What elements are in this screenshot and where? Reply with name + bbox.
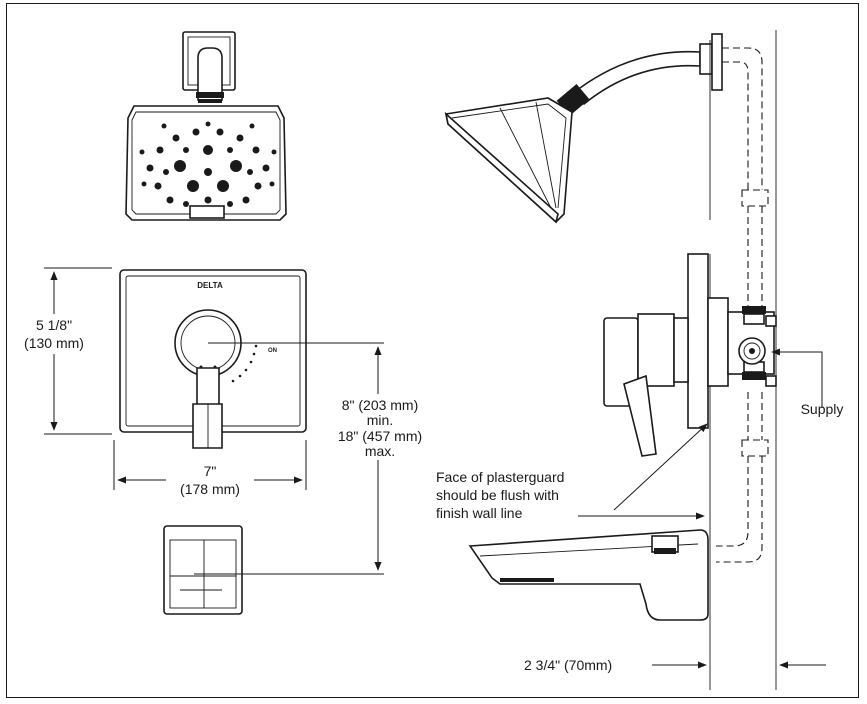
tub-spout-side-view (468, 529, 709, 621)
wall-depth-label: 2 3/4" (70mm) (524, 657, 612, 673)
spout-distance-dimension: 8" (203 mm) min. 18" (457 mm) max. (326, 346, 444, 571)
valve-body-side-view (687, 253, 777, 429)
valve-height-dimension: 5 1/8" (130 mm) (14, 267, 112, 435)
diagram-frame (6, 3, 859, 698)
tub-spout-front-view (163, 525, 384, 615)
valve-trim-front-view: DELTA ON (119, 269, 384, 449)
valve-width-label: 7" (204, 463, 217, 479)
spout-max-label: 18" (457 mm) (338, 428, 422, 444)
temperature-dots (231, 344, 258, 383)
valve-width-dimension: 7" (178 mm) (113, 440, 307, 498)
on-mark: ON (268, 348, 277, 354)
plasterguard-line-1: Face of plasterguard (436, 469, 564, 485)
plasterguard-line-3: finish wall line (436, 505, 523, 521)
shower-head-front-view (125, 31, 287, 221)
valve-width-mm-label: (178 mm) (180, 481, 240, 497)
supply-label: Supply (801, 401, 844, 417)
spout-max-word: max. (365, 443, 395, 459)
plasterguard-note: Face of plasterguard should be flush wit… (436, 423, 708, 521)
brand-logo: DELTA (197, 281, 223, 290)
supply-piping (716, 47, 769, 563)
plasterguard-line-2: should be flush with (436, 487, 559, 503)
nozzle-pattern (139, 121, 277, 207)
spout-min-label: 8" (203 mm) (342, 397, 419, 413)
valve-height-label: 5 1/8" (36, 317, 72, 333)
wall-depth-dimension: 2 3/4" (70mm) (524, 657, 826, 673)
spout-min-word: min. (367, 412, 393, 428)
supply-callout: Supply (771, 348, 844, 417)
shower-head-side-view (444, 33, 723, 224)
valve-handle-side-view (603, 313, 689, 457)
valve-height-mm-label: (130 mm) (24, 335, 84, 351)
